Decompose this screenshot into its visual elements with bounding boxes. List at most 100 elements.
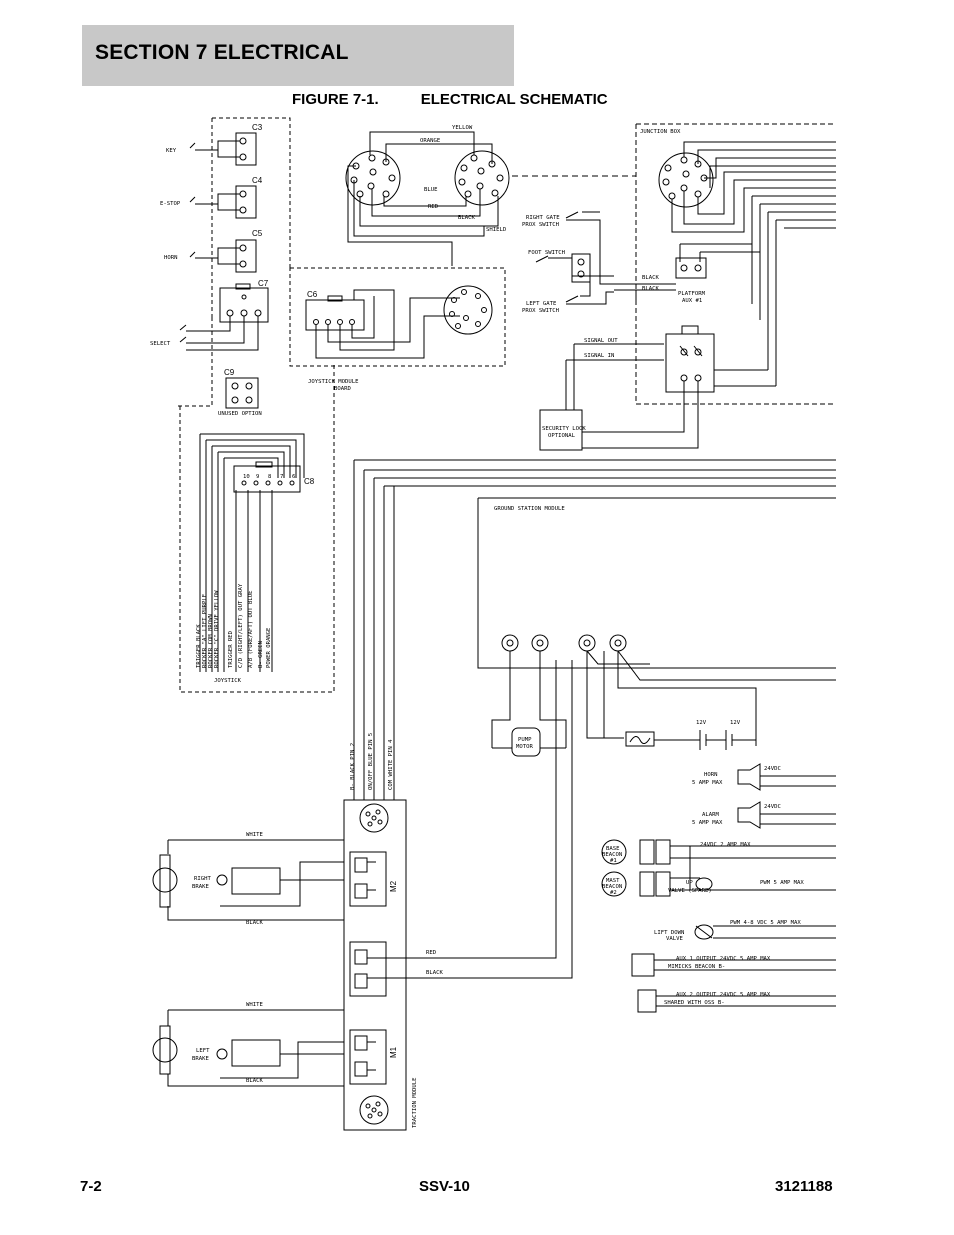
joystick-board-label-1: JOYSTICK MODULE (308, 379, 359, 385)
base-beacon-label-2: BEACON (602, 852, 622, 858)
joystick-wire-6: C/D (RIGHT/LEFT) OUT GRAY (238, 583, 244, 668)
connector-c6 (305, 289, 460, 359)
red-black-terminals (349, 660, 573, 997)
connector-c9 (225, 377, 259, 409)
left-motor-black-label: BLACK (246, 1078, 263, 1084)
connector-c3 (189, 132, 257, 166)
joystick-wire-2: ROCKER "A" LIFT PURPLE (202, 593, 208, 668)
joystick-board-label-2: BOARD (334, 386, 351, 392)
signal-connector (565, 325, 776, 449)
connector-c7 (179, 283, 269, 351)
model-name: SSV-10 (419, 1178, 470, 1195)
mast-beacon-label-1: MAST (606, 878, 620, 884)
horn-output (737, 763, 836, 791)
mast-beacon-label-2: BEACON (602, 884, 622, 890)
alarm-output-voltage: 24VDC (764, 804, 781, 810)
left-gate-label-2: PROX SWITCH (522, 308, 559, 314)
c8-pin-10: 10 (243, 474, 250, 480)
lift-down-rating: PWM 4-8 VDC 5 AMP MAX (730, 920, 801, 926)
m2-terminals (349, 851, 387, 907)
foot-switch-label: FOOT SWITCH (528, 250, 565, 256)
battery-fuse (625, 730, 756, 750)
red-label: RED (428, 204, 439, 210)
figure-title: ELECTRICAL SCHEMATIC (420, 91, 608, 108)
right-motor (152, 839, 344, 921)
up-valve-label-2: VALVE (SPARE) (668, 888, 712, 894)
black-wire-label: BLACK (426, 970, 443, 976)
horn-output-rating: 5 AMP MAX (692, 780, 723, 786)
red-wire-label: RED (426, 950, 437, 956)
cable-wires (347, 131, 499, 266)
security-lock-label-1: SECURITY LOCK (542, 426, 586, 432)
left-gate-label-1: LEFT GATE (526, 301, 557, 307)
connector-c5 (189, 239, 257, 273)
left-brake-label-1: LEFT (196, 1048, 210, 1054)
platform-box-outline (178, 117, 291, 407)
security-lock-label-2: OPTIONAL (548, 433, 576, 439)
joystick-wire-4: ROCKER "C" DRIVE YELLOW (214, 590, 220, 668)
right-motor-black-label: BLACK (246, 920, 263, 926)
joystick-wire-1: TRIGGER BLACK (196, 624, 202, 668)
ground-station-outline (477, 497, 836, 669)
joystick-wire-3: ROCKER COM BROWN (208, 614, 214, 668)
junction-box-connector (658, 152, 714, 208)
joystick-wire-5: TRIGGER RED (228, 630, 234, 668)
joystick-board-outline (289, 267, 506, 367)
connector-c3-label: C3 (252, 123, 263, 132)
traction-module-label: TRACTION MODULE (412, 1077, 418, 1128)
gate-foot-switches (535, 211, 614, 305)
beacons (601, 839, 836, 897)
black-label-2: BLACK (642, 286, 659, 292)
alarm-output-label: ALARM (702, 812, 719, 818)
left-motor (152, 1009, 344, 1087)
m1-terminals (349, 1029, 387, 1085)
aux2-output-label: AUX 2 OUTPUT 24VDC 5 AMP MAX (676, 992, 771, 998)
joystick-wire-7: A/B (FORE/AFT) OUT BLUE (248, 590, 254, 668)
connector-c4 (189, 185, 257, 219)
figure-number: FIGURE 7-1. (292, 91, 379, 108)
connector-c5-label: C5 (252, 229, 263, 238)
traction-wire-3: COM WHITE PIN 4 (388, 739, 394, 790)
aux1-output-note: MIMICKS BEACON B- (668, 964, 725, 970)
base-beacon-label-3: #1 (610, 858, 617, 864)
up-valve-label-1: UP (686, 880, 693, 886)
connector-c9-label: C9 (224, 368, 235, 377)
alarm-output-rating: 5 AMP MAX (692, 820, 723, 826)
cable-connector-right (454, 150, 510, 206)
joystick-wire-8: B- GREEN (258, 641, 264, 668)
traction-connector-top (359, 803, 389, 833)
horn-output-label: HORN (704, 772, 717, 778)
connector-c8 (199, 433, 305, 672)
platform-aux-connector (614, 257, 707, 300)
junction-box-label: JUNCTION BOX (640, 129, 681, 135)
ground-station-label: GROUND STATION MODULE (494, 506, 565, 512)
c8-pin-9: 9 (256, 474, 259, 480)
up-valve-rating: PWM 5 AMP MAX (760, 880, 804, 886)
lift-down-valve (694, 924, 836, 940)
platform-label: PLATFORM (678, 291, 706, 297)
document-number: 3121188 (775, 1178, 833, 1195)
aux1-output-label: AUX 1 OUTPUT 24VDC 5 AMP MAX (676, 956, 771, 962)
left-brake-label-2: BRAKE (192, 1056, 209, 1062)
m2-label: M2 (389, 880, 398, 892)
traction-module-outline (343, 799, 407, 1131)
pump-label: PUMP (518, 737, 532, 743)
battery-12v-1: 12V (696, 720, 707, 726)
joystick-wire-9: POWER ORANGE (266, 627, 272, 668)
black-label-1: BLACK (642, 275, 659, 281)
right-gate-label-1: RIGHT GATE (526, 215, 560, 221)
mast-beacon-label-3: #2 (610, 890, 617, 896)
traction-wire-1: B- BLACK PIN 2 (350, 743, 356, 790)
beacon-rating: 24VDC 2 AMP MAX (700, 842, 751, 848)
section-title: SECTION 7 ELECTRICAL (95, 41, 349, 64)
bus-wires (353, 459, 836, 800)
aux2-output-note: SHARED WITH OSS B- (664, 1000, 725, 1006)
security-lock-box (539, 409, 583, 451)
black-cable-label: BLACK (458, 215, 475, 221)
battery-12v-2: 12V (730, 720, 741, 726)
aux1-label: AUX #1 (682, 298, 702, 304)
right-motor-white-label: WHITE (246, 832, 263, 838)
pump-motor (492, 727, 566, 757)
lift-down-label-2: VALVE (666, 936, 683, 942)
c8-pin-7: 7 (280, 474, 283, 480)
